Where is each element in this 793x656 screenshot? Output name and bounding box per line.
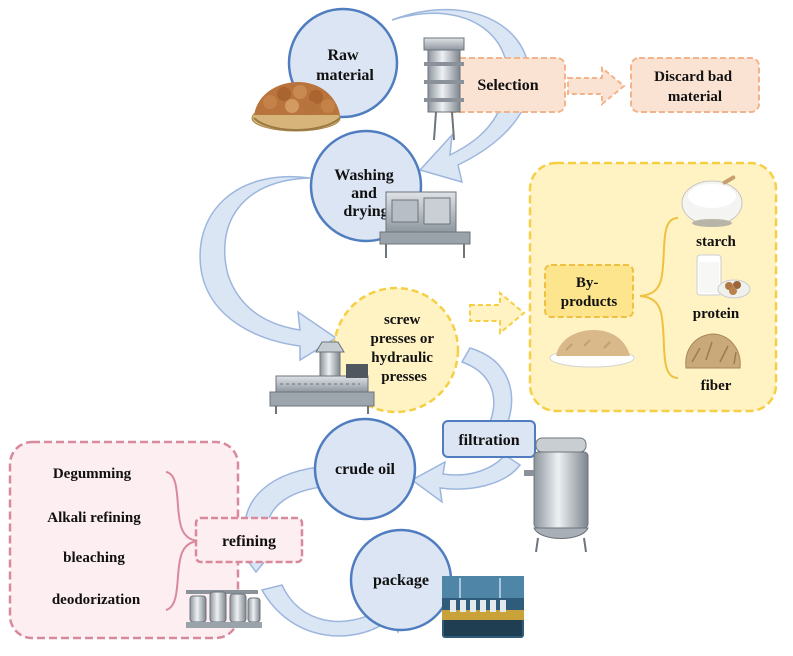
refining-step-bleaching: bleaching [63, 550, 125, 566]
protein-label: protein [693, 306, 740, 322]
discard-label: Discard bad material [654, 69, 736, 105]
selection-machine-icon [423, 37, 465, 141]
pressing-label: screw presses or hydraulic presses [371, 312, 438, 385]
washing-drying-label: Washing and drying [334, 167, 398, 220]
flow-arrow-press-to-filtration [460, 347, 513, 432]
refining-label: refining [222, 533, 276, 550]
flow-arrow-filtration-to-crude [410, 454, 522, 504]
svg-text:By- products: By- products [561, 275, 618, 310]
byproducts-chip [544, 264, 634, 318]
packaging-line-icon [442, 576, 524, 638]
package-label: package [373, 572, 429, 589]
byproducts-brace [639, 217, 679, 379]
fiber-pile-icon [685, 333, 741, 369]
refining-chip [194, 516, 304, 564]
byproduct-arrow [469, 290, 526, 336]
refining-tanks-icon [186, 590, 262, 628]
discard-box [630, 57, 760, 113]
starch-bowl-icon [681, 175, 743, 227]
refining-step-deodorization: deodorization [52, 592, 141, 608]
starch-label: starch [696, 234, 736, 250]
discard-arrow [567, 65, 626, 107]
byproduct-powder-icon [549, 330, 635, 368]
refining-step-degumming: Degumming [53, 466, 132, 482]
screw-press-machine-icon [269, 341, 375, 414]
flow-arrow-washing-to-press [199, 175, 338, 362]
washing-drying-machine-icon [379, 191, 471, 258]
peanut-basket-icon [251, 82, 341, 132]
flow-arrow-raw-to-washing [391, 8, 531, 184]
filtration-box [442, 420, 536, 458]
raw-material-label: Raw material [316, 47, 374, 84]
selection-label: Selection [477, 77, 538, 94]
fiber-label: fiber [701, 378, 732, 394]
crude-oil-circle [313, 417, 417, 521]
crude-oil-label: crude oil [335, 461, 396, 478]
filtration-label: filtration [458, 432, 519, 449]
refining-step-alkali: Alkali refining [47, 510, 141, 526]
protein-milk-icon [696, 254, 751, 299]
filter-tank-icon [524, 437, 589, 553]
